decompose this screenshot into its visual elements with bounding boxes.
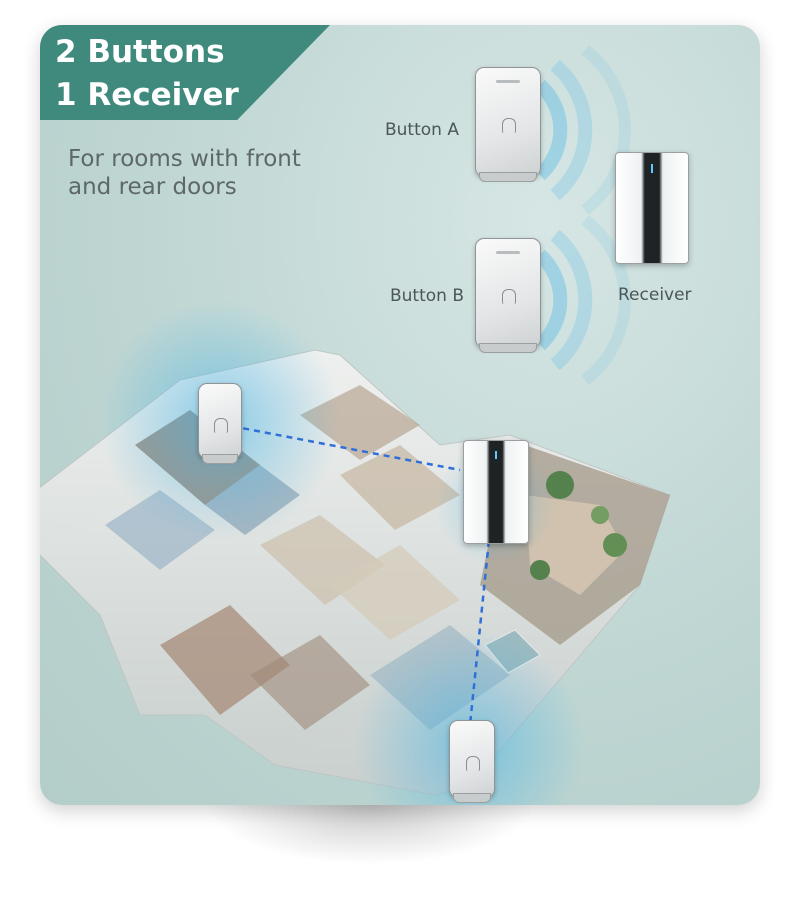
receiver-label: Receiver (618, 285, 692, 305)
floor-plan-illustration (40, 25, 760, 805)
subtitle-text: For rooms with front and rear doors (68, 146, 301, 200)
button-a-doorbell-icon (475, 67, 541, 182)
headline-line-2: 1 Receiver (55, 77, 239, 113)
floor-receiver-icon (463, 440, 529, 544)
signal-link-lines (199, 418, 492, 726)
button-a-label: Button A (385, 120, 459, 140)
drop-shadow (205, 805, 535, 865)
button-b-doorbell-icon (475, 238, 541, 353)
headline-line-1: 2 Buttons (55, 34, 225, 70)
floor-button-b-icon (449, 720, 495, 803)
floor-button-a-icon (198, 383, 242, 464)
button-b-label: Button B (390, 286, 465, 306)
wireless-signal-icon (535, 45, 631, 385)
receiver-icon (615, 152, 689, 264)
